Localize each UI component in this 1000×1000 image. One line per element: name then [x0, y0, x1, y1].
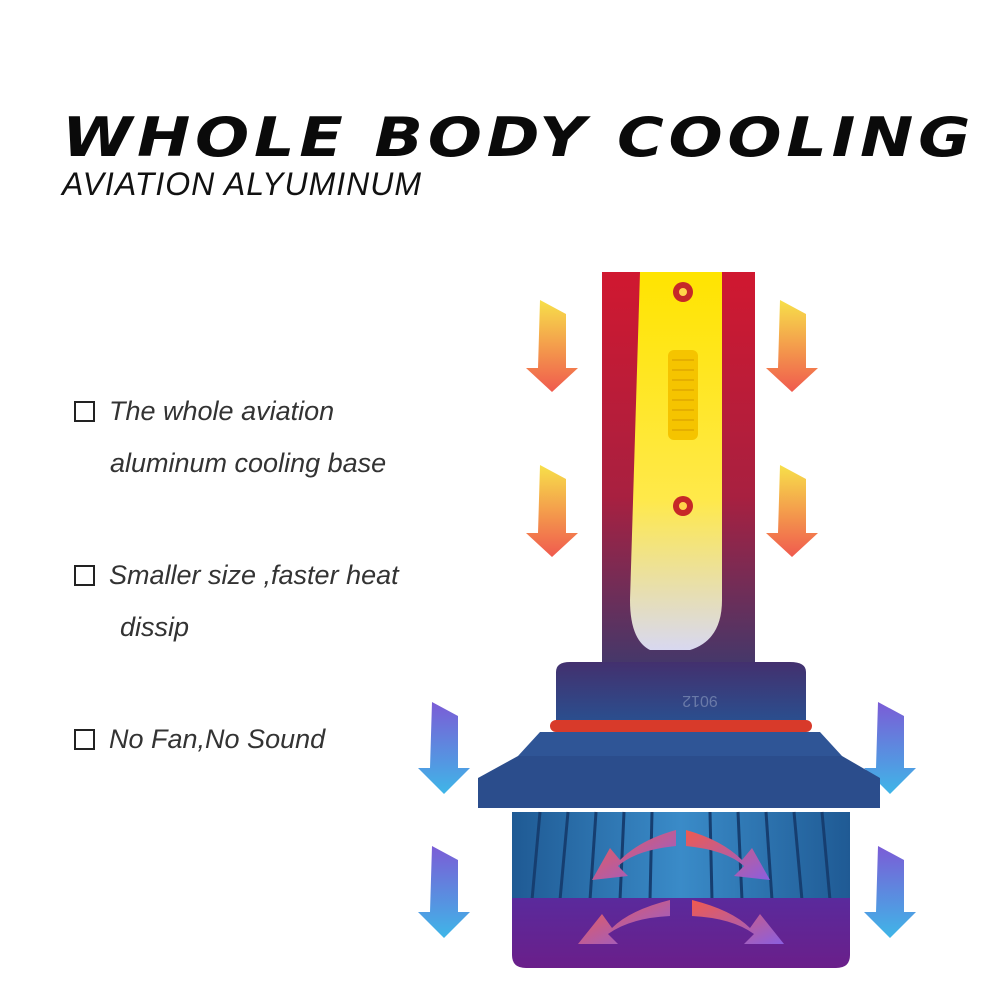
checkbox-icon: [74, 728, 95, 750]
feature-text-continued: aluminum cooling base: [110, 448, 387, 478]
heat-arrow-down-icon: [526, 300, 818, 557]
led-bulb-icon: 9012: [418, 272, 916, 968]
cool-arrow-down-icon: [418, 702, 916, 938]
page-subtitle: AVIATION ALYUMINUM: [62, 166, 422, 202]
feature-item: Smaller size ,faster heat dissip: [74, 558, 494, 646]
feature-text: The whole aviation: [109, 395, 335, 426]
feature-text-continued: dissip: [120, 612, 190, 642]
model-label: 9012: [682, 692, 718, 709]
airflow-arrow-icon: [578, 830, 784, 944]
feature-text: Smaller size ,faster heat: [109, 559, 399, 590]
checkbox-icon: [74, 400, 95, 422]
page-title: WHOLE BODY COOLING: [62, 106, 976, 169]
checkbox-icon: [74, 564, 95, 586]
feature-item: The whole aviation aluminum cooling base: [74, 394, 494, 482]
feature-text: No Fan,No Sound: [109, 723, 326, 754]
feature-item: No Fan,No Sound: [74, 722, 494, 756]
